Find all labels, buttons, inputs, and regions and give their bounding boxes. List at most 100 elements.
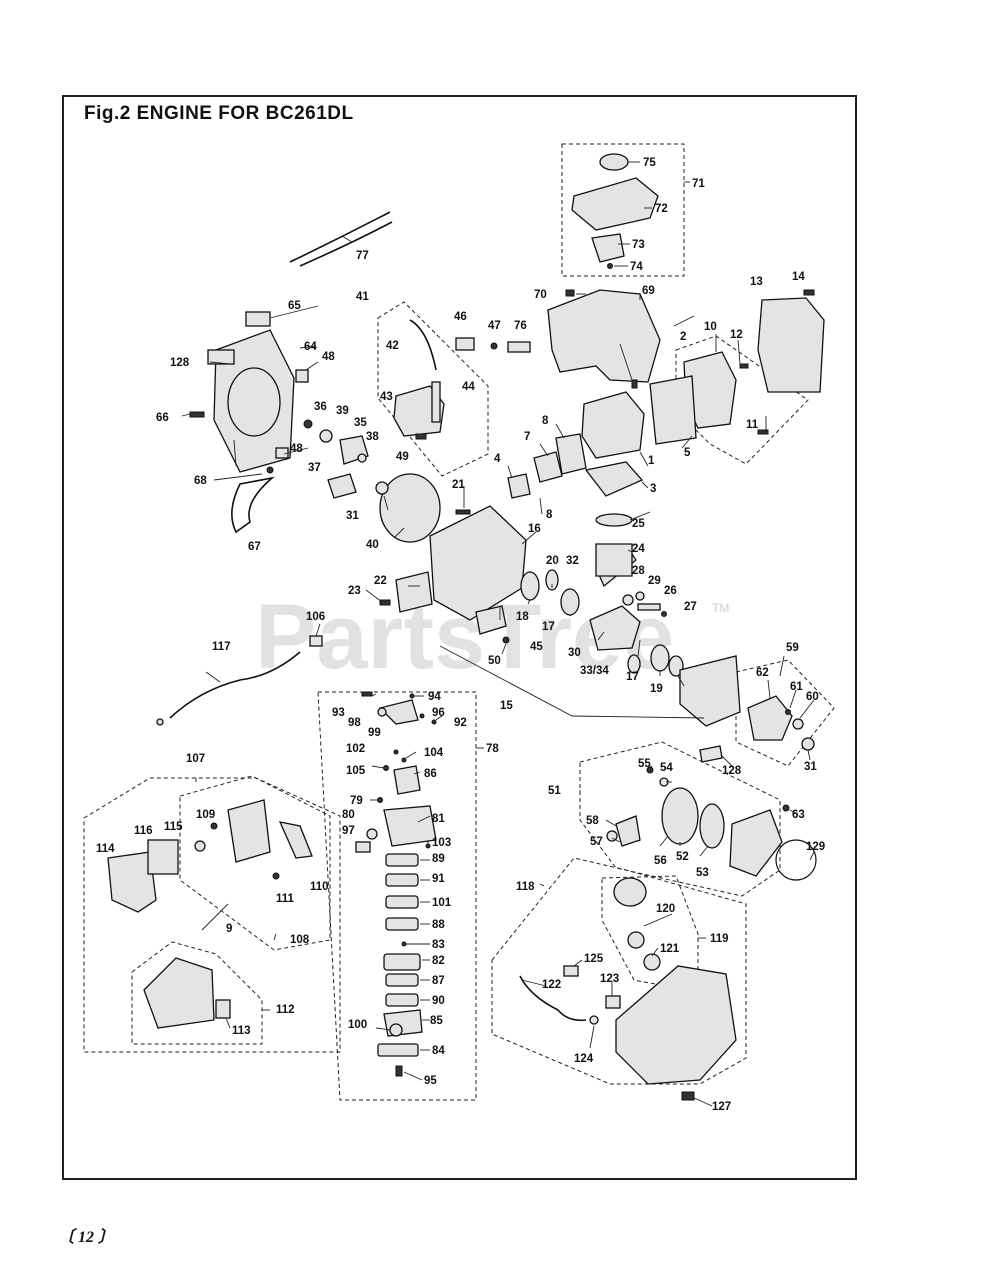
part-66-bolt[interactable] [189,411,205,418]
part-50-screw[interactable] [502,636,510,644]
part-4-gasket[interactable] [507,473,531,499]
part-7-insulator[interactable] [533,451,563,483]
part-28-clip[interactable] [622,594,634,606]
part-11-bolt[interactable] [757,429,769,435]
part-18-bearing[interactable] [520,571,540,601]
part-88-diaphragm[interactable] [385,917,419,931]
part-74-screw[interactable] [607,263,613,269]
part-128-washer[interactable] [699,745,723,763]
part-5-gasket[interactable] [649,375,697,445]
part-61-screw[interactable] [785,709,791,715]
part-117-throttle-cable[interactable] [169,651,301,719]
part-104-spring[interactable] [401,757,407,763]
part-72-top-cover[interactable] [571,177,659,231]
part-23-screw[interactable] [379,599,391,606]
part-91-diaphragm[interactable] [385,873,419,887]
part-17-bearing-b[interactable] [650,644,670,672]
part-40-flywheel[interactable] [379,473,441,543]
part-99-lever[interactable] [378,699,419,725]
part-67-starter-rope[interactable] [231,476,275,534]
part-51-clutch-case[interactable] [729,809,783,877]
part-89-gasket[interactable] [385,853,419,867]
part-113-label[interactable] [215,999,231,1019]
part-101-plate[interactable] [385,895,419,909]
part-114-cover[interactable] [107,851,157,913]
part-68-screw[interactable] [266,466,274,474]
part-82-cover[interactable] [383,953,421,971]
part-103-screw[interactable] [425,843,431,849]
part-21-bolt[interactable] [455,509,471,515]
part-69-cylinder-cover[interactable] [547,289,661,383]
part-8-gasket[interactable] [555,433,587,475]
part-98-washer[interactable] [377,707,387,717]
part-112-case[interactable] [143,957,215,1029]
part-119-fuel-tank[interactable] [615,965,737,1085]
part-31-nut-b[interactable] [801,737,815,751]
part-84-gasket[interactable] [377,1043,419,1057]
part-65-grommet[interactable] [245,311,271,327]
part-20-snap-ring[interactable] [545,569,559,591]
part-3334-bearing[interactable] [627,654,641,674]
part-125-filter[interactable] [563,965,579,977]
part-73-bracket[interactable] [591,233,625,263]
part-3-gasket[interactable] [584,461,644,497]
part-45-oil-seal-plate[interactable] [475,605,507,635]
part-17-bearing[interactable] [560,588,580,616]
part-22-gasket[interactable] [395,571,433,613]
part-60-spring[interactable] [792,718,804,730]
part-49-bolt[interactable] [415,433,427,440]
part-95-screw[interactable] [395,1065,403,1077]
part-30-crankshaft[interactable] [589,605,641,651]
part-15-crankcase[interactable] [679,655,741,727]
part-120-fuel-cap[interactable] [613,877,647,907]
part-39-washer[interactable] [319,429,333,443]
part-86-throttle-valve[interactable] [393,765,421,795]
part-122-fuel-pipe[interactable] [519,975,587,1022]
part-9-bolt[interactable] [201,903,229,931]
part-128-label[interactable] [207,349,235,365]
part-121-packing[interactable] [627,931,645,949]
part-100-primer[interactable] [389,1023,403,1037]
part-105-screw[interactable] [383,765,389,771]
part-106-grommet[interactable] [309,635,323,647]
part-115-screw[interactable] [194,840,206,852]
part-52-pulley[interactable] [661,787,699,845]
part-108-air-cleaner-body[interactable] [227,799,271,863]
part-87-gasket[interactable] [385,973,419,987]
part-27-circlip[interactable] [661,611,667,617]
part-1-cylinder[interactable] [581,391,645,459]
part-79-screw[interactable] [377,797,383,803]
part-37-pulley[interactable] [327,473,357,499]
part-90-diaphragm[interactable] [385,993,419,1007]
part-129-o-ring[interactable] [775,839,817,881]
part-93-screw[interactable] [361,691,373,697]
part-110-bracket[interactable] [278,821,313,859]
part-83-pin[interactable] [401,941,407,947]
part-116-filter[interactable] [147,839,179,875]
part-2-bolt[interactable] [631,379,638,389]
part-14-bolt[interactable] [803,289,815,296]
part-57-spring[interactable] [606,830,618,842]
part-24-piston[interactable] [595,543,633,577]
part-109-nut[interactable] [210,822,218,830]
part-48-damper[interactable] [295,369,309,383]
part-92-screw[interactable] [431,719,437,725]
part-124-clip[interactable] [589,1015,599,1025]
part-42-wire[interactable] [409,319,437,371]
part-29-washer[interactable] [635,591,645,601]
part-80-o-ring[interactable] [366,828,378,840]
part-44-lead[interactable] [431,381,441,423]
part-62-clutch[interactable] [747,695,793,741]
part-26-piston-pin[interactable] [637,603,661,611]
part-94-screw[interactable] [409,693,415,699]
part-12-bolt[interactable] [739,363,749,369]
part-77-wire-harness-b[interactable] [299,221,393,267]
part-36-bolt[interactable] [303,419,313,429]
part-77-wire-harness[interactable] [289,211,391,263]
part-127-bolt[interactable] [681,1091,695,1101]
part-76-spark-plug[interactable] [507,341,531,353]
part-63-screw[interactable] [782,804,790,812]
part-96-pin[interactable] [419,713,425,719]
part-121-packing-b[interactable] [643,953,661,971]
part-55-screw[interactable] [646,766,654,774]
